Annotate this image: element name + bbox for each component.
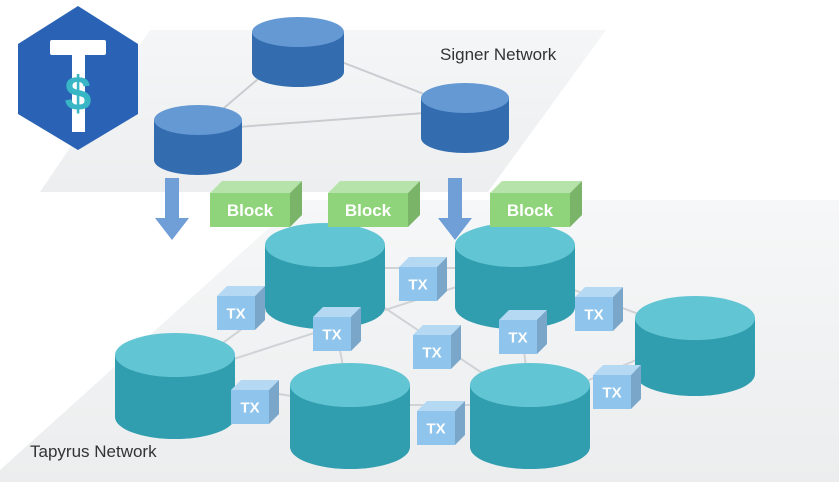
tx-box-label: TX: [584, 306, 603, 323]
tapyrus-node: [455, 223, 575, 329]
block: Block: [490, 181, 582, 227]
tx-box: TX: [231, 380, 279, 424]
transactions: TX TX TX TX TX TX TX TX TX: [217, 257, 641, 445]
signer-node: [252, 17, 344, 87]
block-label: Block: [345, 201, 392, 220]
signer-network-label: Signer Network: [440, 45, 557, 64]
tx-box-label: TX: [426, 420, 445, 437]
tapyrus-logo: $: [18, 6, 138, 150]
tx-box: TX: [399, 257, 447, 301]
tx-box: TX: [313, 307, 361, 351]
tx-box-label: TX: [422, 344, 441, 361]
tx-box-label: TX: [508, 329, 527, 346]
tx-box: TX: [575, 287, 623, 331]
tx-box: TX: [417, 401, 465, 445]
tx-box-label: TX: [602, 384, 621, 401]
block-label: Block: [227, 201, 274, 220]
tapyrus-network-label: Tapyrus Network: [30, 442, 157, 461]
tapyrus-node: [635, 296, 755, 396]
arrows: [155, 178, 472, 240]
tx-box: TX: [593, 365, 641, 409]
logo-dollar-sign: $: [65, 68, 92, 121]
signer-node: [421, 83, 509, 153]
signer-nodes: [154, 17, 509, 175]
tapyrus-nodes: [115, 223, 755, 469]
block: Block: [210, 181, 302, 227]
block-label: Block: [507, 201, 554, 220]
tx-box: TX: [413, 325, 461, 369]
block: Block: [328, 181, 420, 227]
tx-box: TX: [217, 286, 265, 330]
signer-node: [154, 105, 242, 175]
tx-box-label: TX: [322, 326, 341, 343]
tx-box-label: TX: [408, 276, 427, 293]
blocks: Block Block Block: [210, 181, 582, 227]
tapyrus-node: [470, 363, 590, 469]
down-arrow-icon: [155, 178, 189, 240]
logo-t-stem: [72, 40, 85, 132]
tx-box: TX: [499, 310, 547, 354]
tx-box-label: TX: [240, 399, 259, 416]
tapyrus-node: [290, 363, 410, 469]
tx-box-label: TX: [226, 305, 245, 322]
down-arrow-icon: [438, 178, 472, 240]
tapyrus-node: [115, 333, 235, 439]
